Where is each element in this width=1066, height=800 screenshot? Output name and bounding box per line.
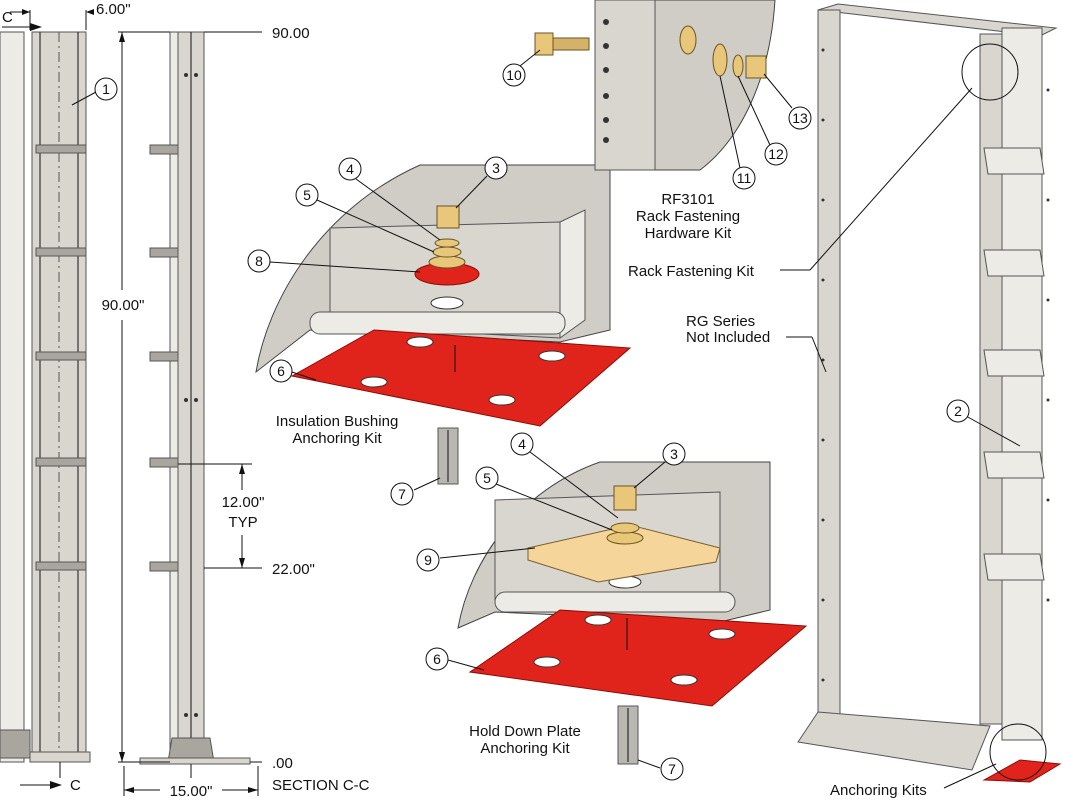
holddown-label-2: Anchoring Kit	[480, 740, 570, 757]
callout-4-top-text: 4	[346, 161, 354, 177]
hardware-label-1: RF3101	[661, 191, 714, 208]
holddown-label-1: Hold Down Plate	[469, 723, 581, 740]
section-mark-bottom: C	[20, 777, 81, 794]
anchor-bolt-1	[437, 427, 459, 485]
mark-zero-text: .00	[272, 755, 293, 772]
dim-spacing: 12.00" TYP 22.00"	[178, 463, 315, 578]
callout-13: 13	[763, 73, 812, 130]
anchor-bolt-2	[617, 705, 639, 765]
callout-5-top-text: 5	[303, 187, 311, 203]
callout-6-bottom-text: 6	[433, 651, 441, 667]
callout-11: 11	[719, 75, 756, 190]
callout-12: 12	[737, 75, 788, 166]
dim-spacing-text: 12.00"	[222, 494, 265, 511]
callout-11-text: 11	[737, 170, 752, 186]
callout-1: 1	[71, 77, 118, 106]
holddown-kit-detail	[457, 461, 771, 629]
callout-10: 10	[502, 49, 541, 87]
dim-top-width-text: 6.00"	[96, 1, 131, 18]
mark-zero: .00	[250, 755, 293, 772]
callout-7-top: 7	[390, 477, 441, 506]
callout-5-bottom-text: 5	[483, 470, 491, 486]
section-label: SECTION C-C	[272, 777, 370, 794]
callout-9-text: 9	[424, 552, 432, 568]
mark-top: 90.00	[204, 25, 310, 42]
callout-8: 8	[247, 249, 421, 273]
mark-lower-text: 22.00"	[272, 561, 315, 578]
callout-3-bottom: 3	[633, 442, 686, 489]
callout-6-top-text: 6	[277, 363, 285, 379]
callout-4-bottom: 4	[510, 432, 619, 519]
dim-base-width-text: 15.00"	[170, 783, 213, 800]
callout-8-text: 8	[255, 253, 263, 269]
insulation-label-1: Insulation Bushing	[276, 413, 399, 430]
callout-7-bottom-text: 7	[668, 761, 676, 777]
section-mark-top: C	[2, 9, 42, 31]
mark-top-text: 90.00	[272, 25, 310, 42]
insulation-label-2: Anchoring Kit	[292, 430, 382, 447]
side-view	[0, 31, 91, 778]
rack-fastening-kit-label: Rack Fastening Kit	[628, 263, 755, 280]
dim-spacing-note: TYP	[228, 514, 257, 531]
dim-height-text: 90.00"	[102, 297, 145, 314]
anchoring-kits-label: Anchoring Kits	[830, 782, 927, 799]
callout-2-text: 2	[954, 403, 962, 419]
callout-5-top: 5	[295, 183, 435, 253]
hardware-detail	[534, 0, 776, 171]
section-mark-bottom-text: C	[70, 777, 81, 794]
callout-10-text: 10	[506, 67, 522, 83]
holddown-kit-plate	[468, 609, 808, 707]
callout-7-bottom: 7	[637, 757, 684, 781]
dim-base-width: 15.00"	[123, 766, 259, 800]
callout-4-top: 4	[338, 157, 441, 241]
callout-9: 9	[416, 547, 536, 572]
dim-top-width: 6.00"	[10, 1, 131, 30]
rack-frame	[797, 3, 1062, 783]
callout-5-bottom: 5	[475, 466, 613, 531]
callout-6-top: 6	[269, 359, 317, 383]
callout-3-top-text: 3	[492, 160, 500, 176]
section-view	[139, 31, 251, 778]
insulation-kit-detail	[255, 164, 611, 374]
callout-4-bottom-text: 4	[518, 436, 526, 452]
callout-1-text: 1	[102, 81, 110, 97]
callout-12-text: 12	[768, 146, 784, 162]
callout-3-bottom-text: 3	[670, 446, 678, 462]
callout-2: 2	[946, 399, 1021, 447]
rg-series-label-2: Not Included	[686, 329, 770, 346]
rg-series-label-1: RG Series	[686, 313, 755, 330]
hardware-label-2: Rack Fastening	[636, 208, 740, 225]
callout-7-top-text: 7	[398, 486, 406, 502]
callout-6-bottom: 6	[425, 647, 485, 671]
insulation-kit-plate	[290, 329, 632, 427]
callout-13-text: 13	[792, 110, 808, 126]
callout-3-top: 3	[455, 156, 508, 209]
hardware-label-3: Hardware Kit	[645, 225, 733, 242]
dim-height: 90.00"	[102, 31, 170, 763]
section-mark-top-text: C	[2, 9, 13, 26]
